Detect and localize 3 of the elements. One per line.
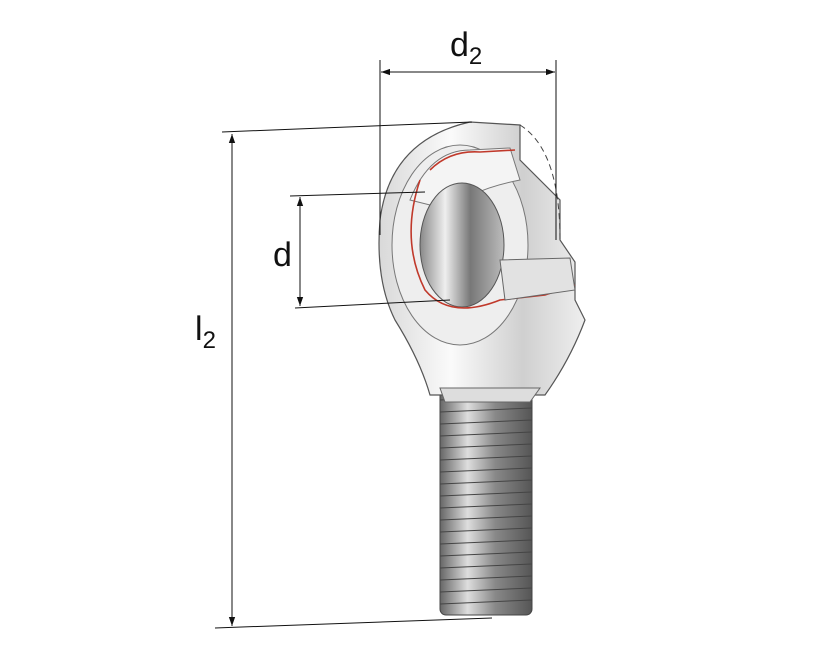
dimension-label: d xyxy=(273,238,292,272)
dimension-label: l$_{2}$ xyxy=(195,312,216,353)
dimension-label: d$_{2}$ xyxy=(450,28,482,69)
